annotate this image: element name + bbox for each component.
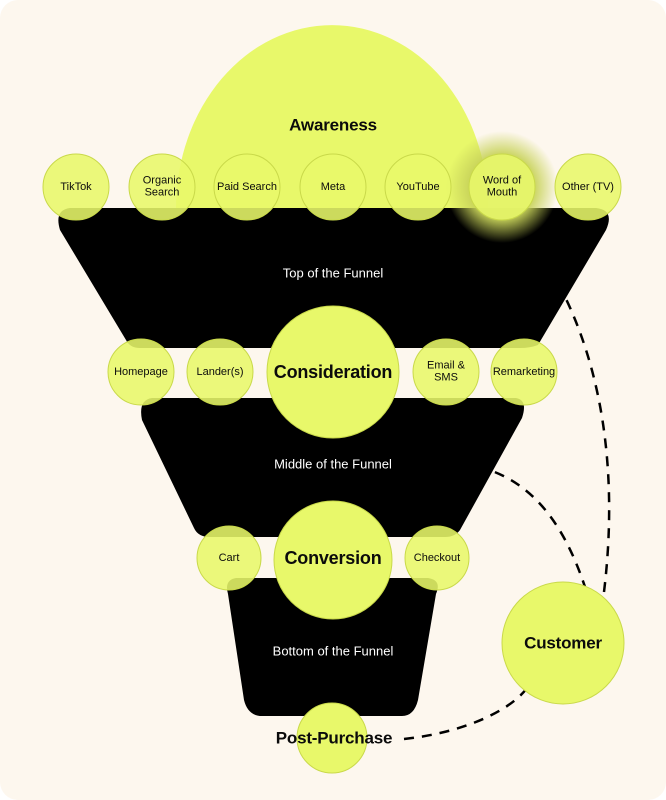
- channel-organic-search: Organic Search: [142, 174, 182, 199]
- channel-email-sms: Email & SMS: [427, 359, 465, 384]
- node-other-tv: [554, 153, 622, 221]
- channel-homepage: Homepage: [114, 365, 168, 378]
- channel-cart: Cart: [218, 551, 240, 564]
- band-middle-label: Middle of the Funnel: [274, 456, 392, 472]
- connector-customer-wordofmouth: [526, 233, 611, 593]
- stage-conversion: Conversion: [284, 547, 382, 568]
- node-paid-search: [213, 153, 281, 221]
- top-band: [58, 208, 609, 348]
- node-post-purchase: [296, 702, 368, 774]
- node-customer: [501, 581, 625, 705]
- node-organic-search: [128, 153, 196, 221]
- stage-consideration: Consideration: [273, 361, 393, 382]
- band-top-label: Top of the Funnel: [282, 265, 384, 281]
- node-email-sms: [412, 338, 480, 406]
- channel-checkout: Checkout: [413, 551, 461, 564]
- bottom-band: [227, 578, 438, 716]
- channel-remarketing: Remarketing: [492, 365, 556, 378]
- node-checkout: [404, 525, 470, 591]
- node-landers: [186, 338, 254, 406]
- node-consideration: [266, 305, 400, 439]
- channel-paid-search: Paid Search: [217, 180, 277, 193]
- channel-meta: Meta: [320, 180, 346, 193]
- node-homepage: [107, 338, 175, 406]
- stage-customer: Customer: [524, 633, 602, 653]
- stage-post-purchase: Post-Purchase: [275, 728, 393, 748]
- node-conversion: [273, 500, 393, 620]
- node-cart: [196, 525, 262, 591]
- channel-other-tv: Other (TV): [562, 180, 614, 193]
- channel-landers: Lander(s): [196, 365, 244, 378]
- node-youtube: [384, 153, 452, 221]
- node-tiktok: [42, 153, 110, 221]
- channel-word-of-mouth: Word of Mouth: [482, 174, 522, 199]
- node-remarketing: [490, 338, 558, 406]
- channel-youtube: YouTube: [396, 180, 440, 193]
- node-word-of-mouth: [468, 153, 536, 221]
- channel-tiktok: TikTok: [60, 180, 92, 193]
- connector-customer-middle: [458, 463, 588, 591]
- node-meta: [299, 153, 367, 221]
- band-bottom-label: Bottom of the Funnel: [272, 643, 394, 659]
- stage-awareness: Awareness: [289, 115, 377, 135]
- middle-band: [141, 398, 524, 537]
